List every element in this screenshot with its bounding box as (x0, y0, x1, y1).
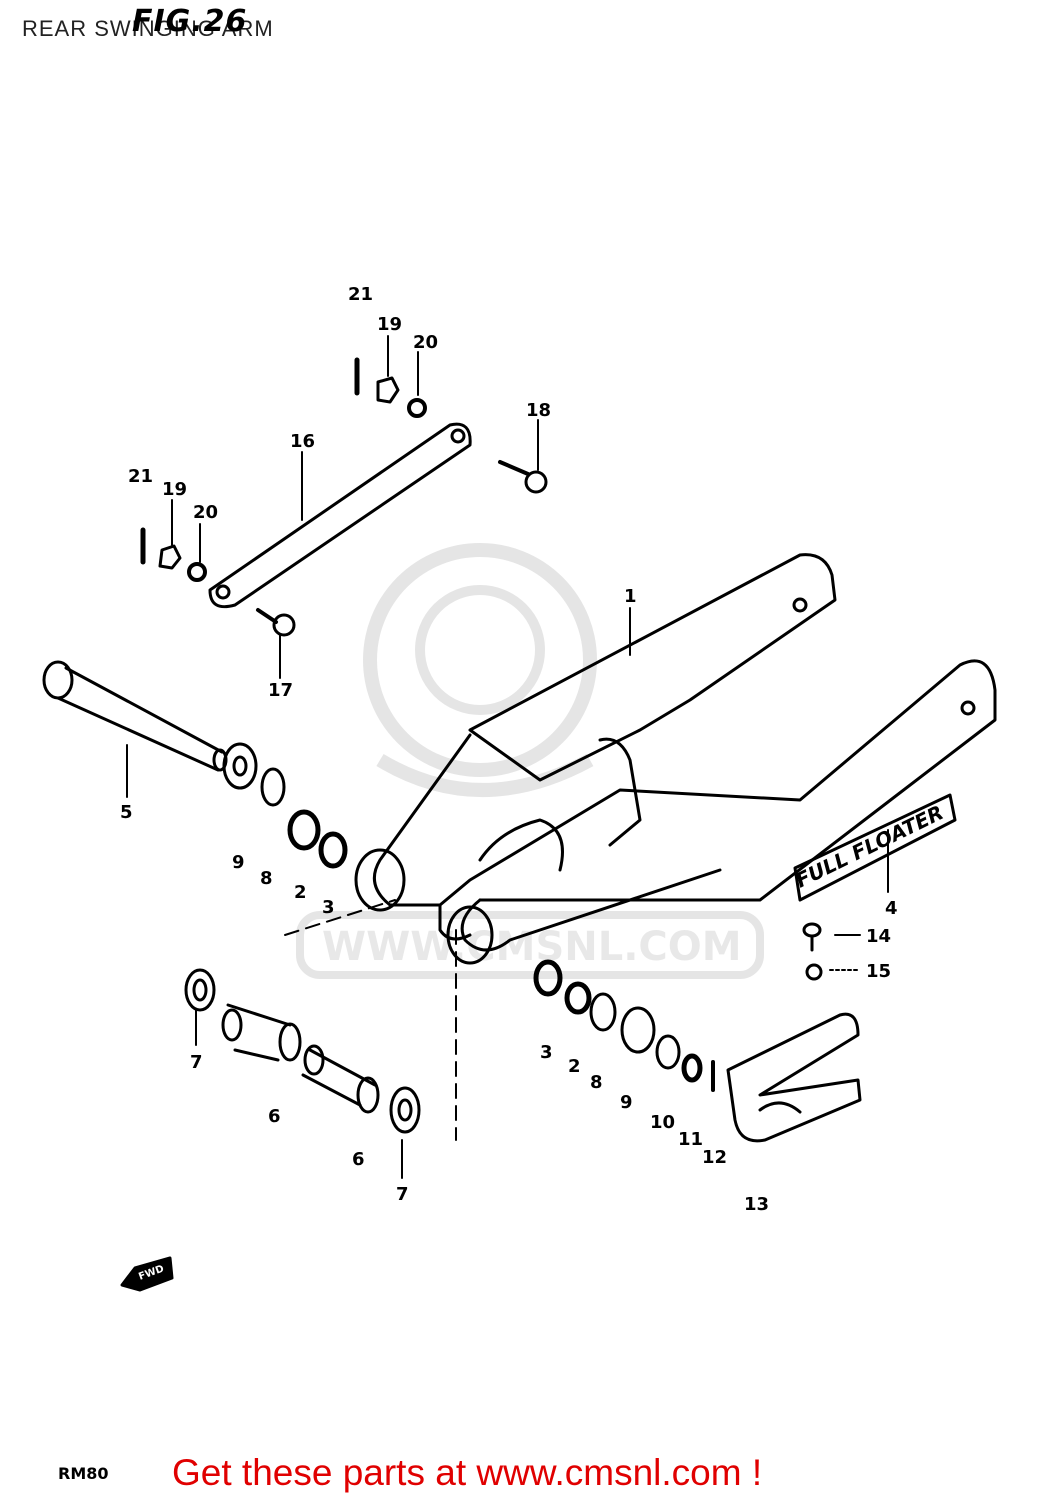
pivot-bolt-18 (498, 460, 548, 494)
callout-20: 20 (193, 502, 218, 523)
callout-17: 17 (268, 680, 293, 701)
spacers-and-seals (184, 968, 421, 1134)
callout-14: 14 (866, 926, 891, 947)
callout-9: 9 (232, 852, 245, 873)
callout-12: 12 (702, 1147, 727, 1168)
callout-4: 4 (885, 898, 898, 919)
callout-11: 11 (678, 1129, 703, 1150)
callout-2: 2 (568, 1056, 581, 1077)
pivot-shaft (42, 660, 228, 772)
callout-3: 3 (322, 897, 335, 918)
callout-19: 19 (377, 314, 402, 335)
pivot-bolt-17 (256, 608, 296, 637)
full-floater-decal (793, 793, 957, 902)
callout-16: 16 (290, 431, 315, 452)
callout-15: 15 (866, 961, 891, 982)
callout-9: 9 (620, 1092, 633, 1113)
callout-8: 8 (590, 1072, 603, 1093)
cta-link[interactable]: Get these parts at www.cmsnl.com ! (172, 1452, 763, 1493)
callout-6: 6 (352, 1149, 365, 1170)
callout-6: 6 (268, 1106, 281, 1127)
model-code: RM80 (58, 1464, 109, 1483)
cmsnl-watermark: WWW.CMSNL.COM (296, 543, 764, 979)
watermark-url: WWW.CMSNL.COM (322, 924, 742, 970)
callout-21: 21 (348, 284, 373, 305)
forward-arrow-icon (120, 1256, 174, 1292)
callout-18: 18 (526, 400, 551, 421)
leader-lines (126, 335, 889, 1179)
figure-label: FIG.26 (132, 4, 248, 39)
chain-buffer (726, 1012, 862, 1143)
callout-5: 5 (120, 802, 133, 823)
callout-2: 2 (294, 882, 307, 903)
callout-7: 7 (396, 1184, 409, 1205)
swingarm (354, 553, 997, 965)
callout-10: 10 (650, 1112, 675, 1133)
bearing-stack-left (222, 742, 348, 869)
callout-21: 21 (128, 466, 153, 487)
center-lines (284, 899, 457, 1141)
callout-13: 13 (744, 1194, 769, 1215)
callout-3: 3 (540, 1042, 553, 1063)
decal-screw (802, 922, 823, 981)
callout-1: 1 (624, 586, 637, 607)
torque-rod (208, 422, 472, 609)
bearing-stack-right (533, 959, 715, 1092)
decal-text: FULL FLOATER (792, 800, 948, 892)
diagram-caption: REAR SWINGING ARM (22, 16, 274, 41)
callout-7: 7 (190, 1052, 203, 1073)
callout-8: 8 (260, 868, 273, 889)
callout-19: 19 (162, 479, 187, 500)
callout-20: 20 (413, 332, 438, 353)
callouts: 1 2 2 3 3 4 5 6 6 7 7 8 8 9 9 10 11 12 1… (120, 284, 898, 1215)
bolt-set-upper (354, 357, 427, 418)
bolt-set-lower (140, 527, 207, 582)
